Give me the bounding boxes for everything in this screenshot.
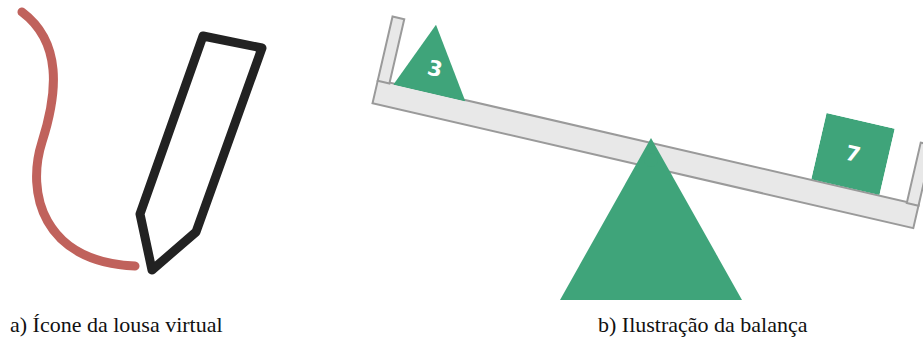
pivot-dot xyxy=(644,153,658,167)
fulcrum xyxy=(560,138,742,300)
pencil-icon xyxy=(140,36,262,270)
figure-caption: a) Ícone da lousa virtual xyxy=(10,312,223,338)
figure-caption: b) Ilustração da balança xyxy=(598,312,808,338)
pen-stroke xyxy=(22,12,135,266)
